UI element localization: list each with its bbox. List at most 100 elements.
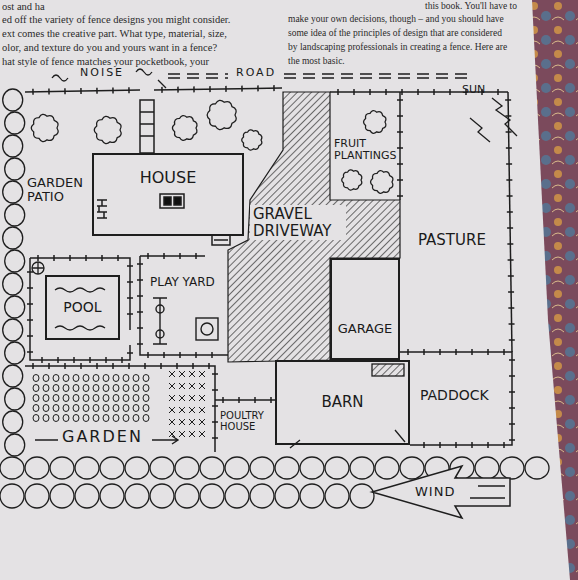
fence-line [399, 92, 401, 200]
fence-line [25, 366, 215, 452]
garden-plants [143, 415, 149, 422]
garden-plants [93, 395, 99, 402]
area-label: PADDOCK [420, 388, 489, 403]
noise-label: NOISE [80, 67, 124, 79]
area-label: GARDEN [62, 428, 143, 446]
garden-plants [103, 405, 109, 412]
garden-plants [103, 395, 109, 402]
garden-plants [83, 375, 89, 382]
quilt-background [532, 0, 578, 580]
stone-wall [175, 484, 199, 508]
house-details [140, 100, 154, 153]
fence-line [223, 397, 271, 403]
node-label: GARAGE [338, 322, 392, 336]
stone-wall [50, 484, 74, 508]
stone-wall [75, 457, 99, 479]
garden-plants [33, 405, 39, 412]
fence-line [27, 272, 133, 363]
stone-wall [75, 484, 99, 508]
stone-wall [25, 457, 49, 479]
stone-wall [225, 484, 249, 508]
garden-plants [113, 375, 119, 382]
pool-details [55, 288, 105, 330]
body-text: the most basic. [288, 56, 345, 67]
area-label: POULTRY HOUSE [220, 410, 272, 432]
garage-box: GARAGE [330, 258, 400, 360]
stone-wall [275, 457, 299, 479]
tree-symbol [94, 116, 121, 143]
body-text: olor, and texture do you and yours want … [2, 42, 217, 55]
house-details [164, 197, 171, 205]
barn-details [372, 364, 404, 376]
play-equipment [156, 305, 164, 313]
body-text: by landscaping professionals in creating… [288, 42, 507, 53]
stone-wall [5, 434, 25, 456]
garden-plants [83, 405, 89, 412]
garden-plants [73, 415, 79, 422]
garden-plants [103, 415, 109, 422]
garden-plants [133, 405, 139, 412]
stone-wall [5, 342, 25, 364]
stone-wall [3, 319, 23, 341]
play-equipment [153, 298, 218, 344]
sun-rays [470, 98, 517, 142]
fence-line [162, 85, 274, 93]
garden-plants [53, 385, 59, 392]
tree-symbol [342, 170, 362, 190]
stone-wall [3, 181, 23, 203]
stone-wall [100, 484, 124, 508]
garden-plants [33, 415, 39, 422]
garden-plants [53, 395, 59, 402]
garden-plants [93, 415, 99, 422]
play-equipment [201, 323, 213, 335]
garden-plants [53, 415, 59, 422]
house-details [97, 100, 230, 245]
garden-plants [63, 385, 69, 392]
play-equipment [196, 318, 218, 340]
stone-wall [0, 484, 24, 508]
body-text: make your own decisions, though – and yo… [288, 14, 504, 25]
garden-plants [133, 415, 139, 422]
stone-wall [200, 484, 224, 508]
garden-plants [93, 405, 99, 412]
fence-line [154, 88, 282, 90]
garden-plants [53, 405, 59, 412]
tree-symbol [207, 100, 236, 129]
fence-line [33, 363, 218, 438]
stone-wall [400, 457, 424, 479]
fence-line [397, 100, 403, 196]
garden-plants [103, 385, 109, 392]
stone-wall [200, 457, 224, 479]
barn-box: BARN [275, 360, 410, 445]
fence-line [25, 90, 140, 92]
stone-wall [3, 135, 23, 157]
garden-plants [103, 375, 109, 382]
barn-details [290, 364, 405, 448]
garden-plants [73, 395, 79, 402]
garden-plants [83, 385, 89, 392]
road-lines [168, 77, 470, 79]
garden-plants [43, 375, 49, 382]
stone-wall [225, 457, 249, 479]
body-text: some idea of the principles of design th… [288, 28, 502, 39]
node-label: HOUSE [140, 169, 197, 187]
pool-details [32, 262, 44, 274]
stone-wall [3, 411, 23, 433]
garden-plants [63, 375, 69, 382]
road-label: ROAD [236, 67, 276, 79]
stone-wall [125, 457, 149, 479]
garden-plants [63, 395, 69, 402]
garden-plants [33, 395, 39, 402]
garden-plants [33, 385, 39, 392]
tree-symbol [31, 114, 58, 141]
stone-wall [300, 457, 324, 479]
area-label: PLAY YARD [150, 276, 215, 289]
stone-wall [50, 457, 74, 479]
fence-line [400, 352, 512, 445]
area-label: GRAVEL DRIVEWAY [250, 205, 346, 240]
house-details [140, 112, 154, 136]
stone-wall [250, 457, 274, 479]
garden-plants [123, 375, 129, 382]
